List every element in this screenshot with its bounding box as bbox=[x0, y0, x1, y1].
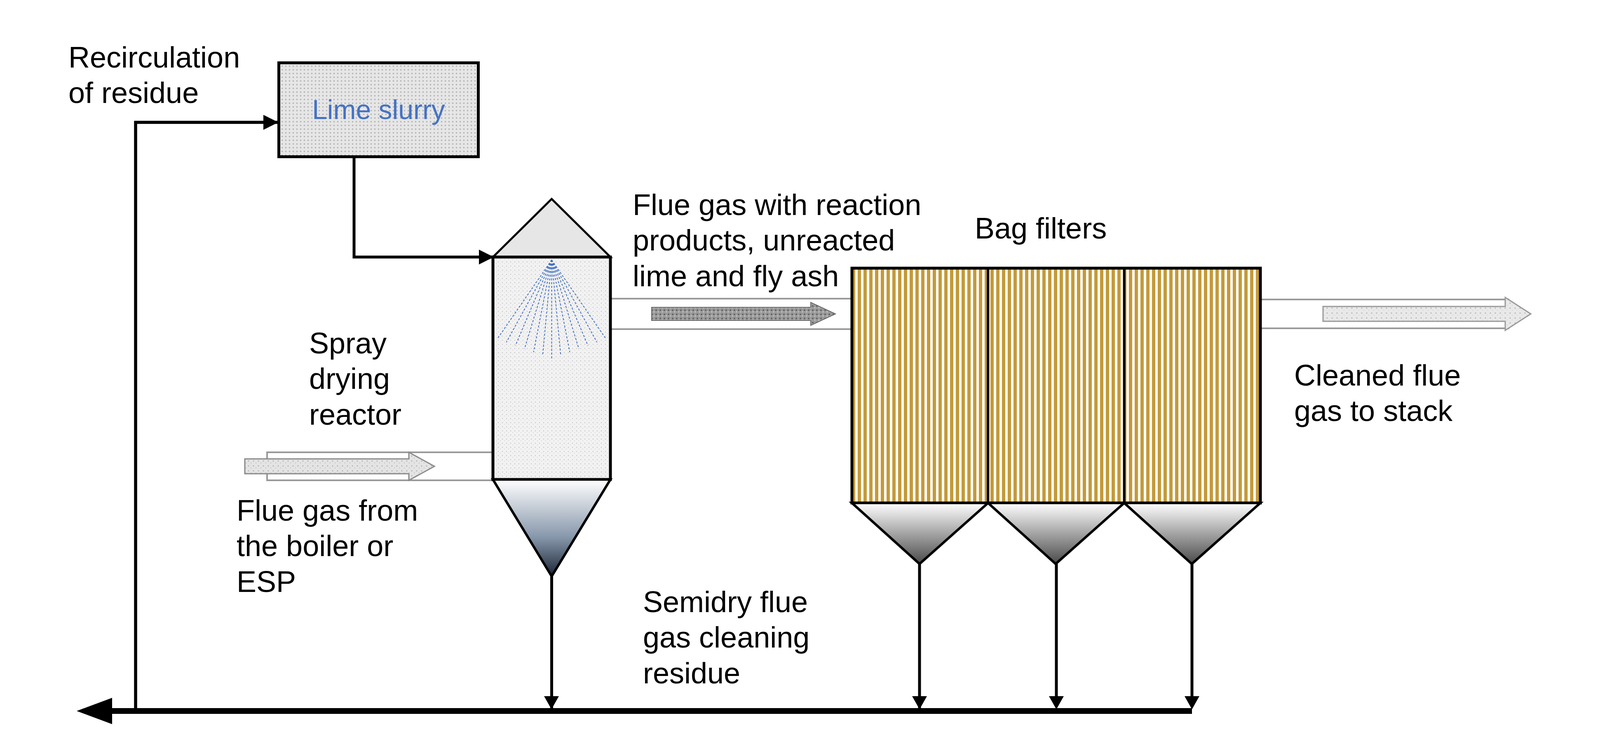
gas-flow-arrow bbox=[651, 302, 836, 326]
filter-divider bbox=[1123, 268, 1126, 504]
duct-flow-label: Flue gas with reaction products, unreact… bbox=[632, 187, 938, 294]
spray-stroke bbox=[551, 260, 589, 346]
reactor-body bbox=[492, 257, 611, 480]
residue-label: Semidry flue gas cleaning residue bbox=[642, 584, 850, 692]
bag-filter-unit: Bag filters bbox=[851, 268, 1261, 565]
duct-wall bbox=[610, 298, 852, 330]
spray-drying-reactor-shape bbox=[492, 199, 611, 577]
stack-gas-arrow bbox=[1323, 297, 1531, 331]
spray-stroke bbox=[551, 260, 598, 343]
inlet-gas-arrow bbox=[244, 452, 435, 481]
hopper-drop bbox=[1190, 564, 1194, 701]
filter-hopper bbox=[987, 503, 1124, 565]
filter-hopper bbox=[1124, 503, 1261, 565]
flue-gas-duct bbox=[610, 298, 852, 330]
filter-housing bbox=[851, 268, 1261, 504]
reactor-hopper bbox=[492, 479, 611, 577]
recirculation-label: Recirculation of residue bbox=[68, 39, 263, 111]
reactor-roof bbox=[492, 199, 611, 258]
spray-stroke bbox=[506, 260, 552, 343]
filter-hopper bbox=[851, 503, 988, 565]
hopper-drop bbox=[1055, 564, 1059, 701]
bag-filter-unit-heading: Bag filters bbox=[974, 210, 1206, 247]
tank-label: Lime slurry bbox=[312, 93, 446, 127]
drop-arrowhead bbox=[1048, 696, 1064, 710]
drop-arrowhead bbox=[1184, 696, 1200, 710]
spray-stroke bbox=[533, 260, 552, 353]
bus-arrowhead bbox=[76, 698, 113, 725]
spray-stroke bbox=[551, 260, 607, 340]
lime-slurry-tank: Lime slurry bbox=[277, 61, 480, 159]
bag-filter-unit-shape bbox=[851, 268, 1261, 565]
stack-label: Cleaned flue gas to stack bbox=[1294, 357, 1509, 430]
filter-divider bbox=[986, 268, 990, 504]
flow-connector bbox=[354, 158, 493, 258]
spray-stroke bbox=[551, 260, 553, 359]
spray-stroke bbox=[497, 260, 552, 340]
spray-drying-reactor: Spray drying reactor bbox=[492, 199, 611, 577]
spray-drying-reactor-heading: Spray drying reactor bbox=[309, 325, 425, 433]
spray-stroke bbox=[515, 260, 552, 346]
spray-stroke bbox=[551, 260, 580, 350]
spray-stroke bbox=[542, 260, 552, 356]
inlet-label: Flue gas from the boiler or ESP bbox=[236, 492, 439, 600]
flow-connector bbox=[135, 122, 552, 712]
